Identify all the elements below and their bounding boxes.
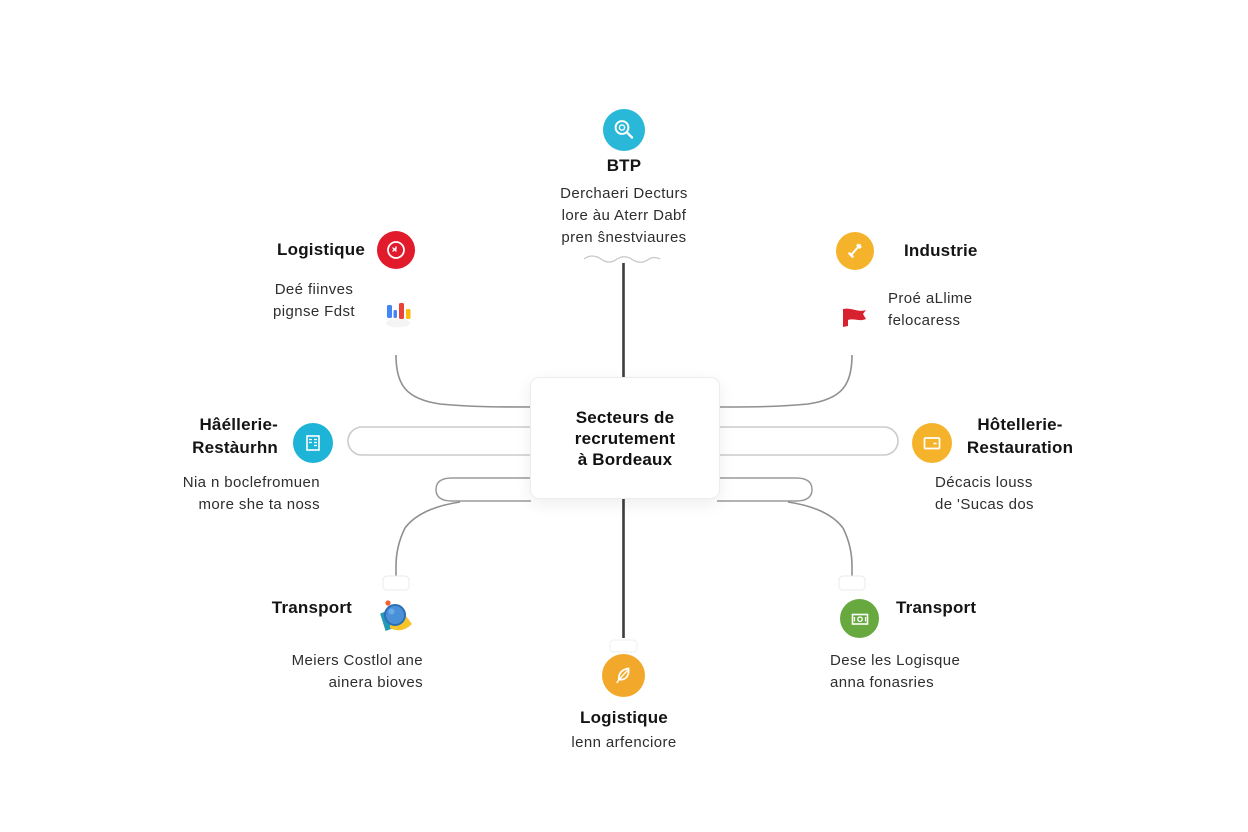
red-flag-icon [839, 303, 873, 331]
node-hotellerie-left: Hâéllerie- Restàurhn [150, 413, 278, 459]
desc-line: pignse Fdst [273, 303, 355, 320]
desc-line: more she ta noss [198, 496, 320, 513]
node-industrie: Industrie [904, 239, 1054, 262]
end-tab [382, 575, 410, 591]
bracket-bottom-left [435, 477, 531, 502]
node-transport-right: Transport [896, 596, 1026, 619]
desc-line: Nia n boclefromuen [182, 474, 320, 491]
desc-line: ainera bioves [328, 674, 423, 691]
node-hotellerie-right-desc: Décacis louss de 'Sucas dos [935, 472, 1115, 516]
node-hotellerie-right-title: Restauration [966, 438, 1074, 457]
node-logistique-bottom-title: Logistique [580, 708, 668, 727]
central-node-line: à Bordeaux [577, 449, 673, 469]
desc-line: Meiers Costlol ane [291, 652, 423, 669]
node-btp: BTP Derchaeri Decturs lore àu Aterr Dabf… [524, 154, 724, 249]
bar-chart-icon [381, 296, 415, 330]
node-btp-title: BTP [606, 156, 642, 175]
desc-line: Proé aLlime [888, 290, 973, 307]
desc-line: anna fonasries [830, 674, 935, 691]
node-btp-desc: lore àu Aterr Dabf [561, 207, 687, 224]
hammer-icon [836, 232, 874, 270]
desc-line: Dese les Logisque [830, 652, 961, 669]
node-transport-right-desc: Dese les Logisque anna fonasries [830, 650, 1010, 694]
curve-top-left [395, 354, 532, 408]
bracket-bottom-right [717, 477, 813, 502]
curve-bottom-right [787, 501, 853, 583]
node-industrie-title: Industrie [904, 241, 978, 260]
node-hotellerie-left-title: Restàurhn [192, 438, 278, 457]
search-icon [603, 109, 645, 151]
steering-wheel-icon [377, 231, 415, 269]
desc-line: Deé fiinves [274, 281, 354, 298]
node-transport-left: Transport [240, 596, 352, 619]
document-icon [293, 423, 333, 463]
node-industrie-desc: Proé aLlime felocaress [888, 288, 1058, 332]
banknote-icon [840, 599, 879, 638]
node-transport-left-desc: Meiers Costlol ane ainera bioves [255, 650, 423, 694]
node-transport-left-title: Transport [271, 598, 352, 617]
node-hotellerie-right-title: Hôtellerie- [977, 415, 1063, 434]
curve-bottom-left [395, 501, 461, 583]
squiggle-line [583, 255, 661, 263]
node-logistique-left-title: Logistique [277, 240, 365, 259]
central-node: Secteurs de recrutement à Bordeaux [530, 377, 720, 499]
desc-line: Décacis louss [935, 474, 1033, 491]
end-tab [838, 575, 866, 591]
curve-top-right [716, 354, 853, 408]
desc-line: de 'Sucas dos [935, 496, 1034, 513]
node-logistique-bottom: Logistique lenn arfenciore [524, 706, 724, 754]
card-icon [912, 423, 952, 463]
node-btp-desc: pren ŝnestviaures [561, 229, 687, 246]
node-logistique-bottom-desc: lenn arfenciore [571, 734, 677, 751]
globe-logo-icon [372, 594, 418, 640]
node-hotellerie-left-title: Hâéllerie- [199, 415, 278, 434]
central-node-line: Secteurs de [575, 407, 675, 427]
node-logistique-left-desc: Deé fiinves pignse Fdst [244, 279, 384, 323]
desc-line: felocaress [888, 312, 961, 329]
node-btp-desc: Derchaeri Decturs [560, 185, 688, 202]
node-hotellerie-right: Hôtellerie- Restauration [952, 413, 1088, 459]
node-hotellerie-left-desc: Nia n boclefromuen more she ta noss [150, 472, 320, 516]
leaf-icon [602, 654, 645, 697]
central-node-line: recrutement [574, 428, 676, 448]
end-tab [609, 639, 638, 653]
node-transport-right-title: Transport [896, 598, 977, 617]
node-logistique-left: Logistique [250, 238, 365, 261]
